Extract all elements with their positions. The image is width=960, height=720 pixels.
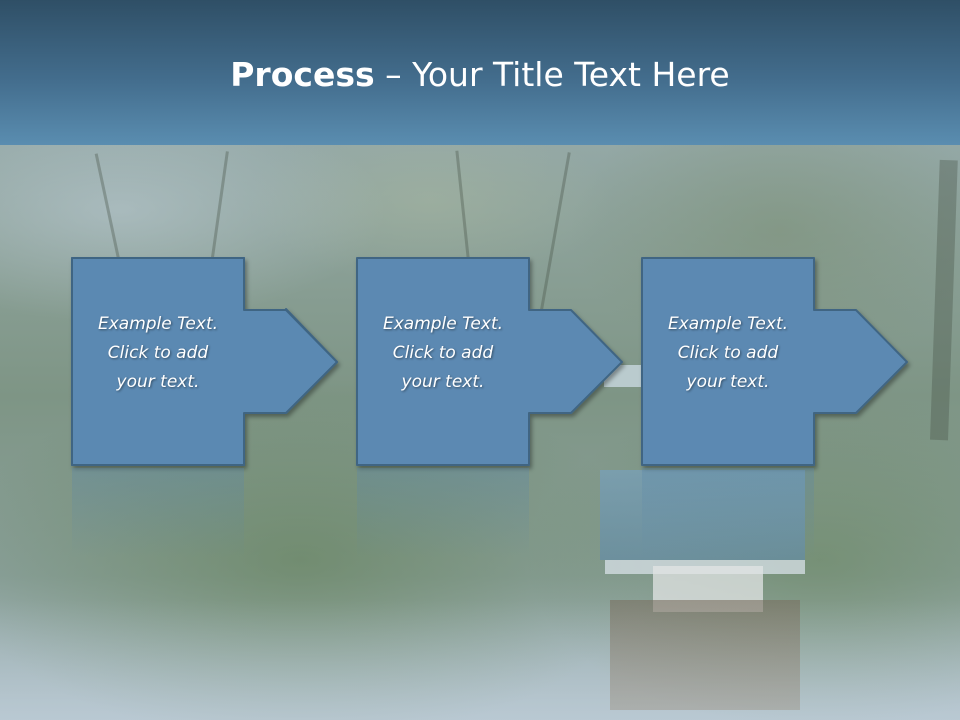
step-2-reflection [357, 468, 529, 558]
beehive-stand [610, 600, 800, 710]
beehive-body [600, 470, 805, 560]
step-1-reflection [72, 468, 244, 558]
title-bar: Process – Your Title Text Here [0, 0, 960, 145]
step-2-arrow [356, 257, 623, 466]
title-bold: Process [230, 55, 375, 94]
step-3-arrow [641, 257, 908, 466]
step-3-text[interactable]: Example Text. Click to add your text. [667, 314, 789, 392]
step-2-text[interactable]: Example Text. Click to add your text. [382, 314, 504, 392]
step-1-text[interactable]: Example Text. Click to add your text. [97, 314, 219, 392]
step-3-reflection [642, 468, 814, 558]
slide-title[interactable]: Process – Your Title Text Here [0, 52, 960, 98]
title-rest: – Your Title Text Here [374, 55, 730, 94]
